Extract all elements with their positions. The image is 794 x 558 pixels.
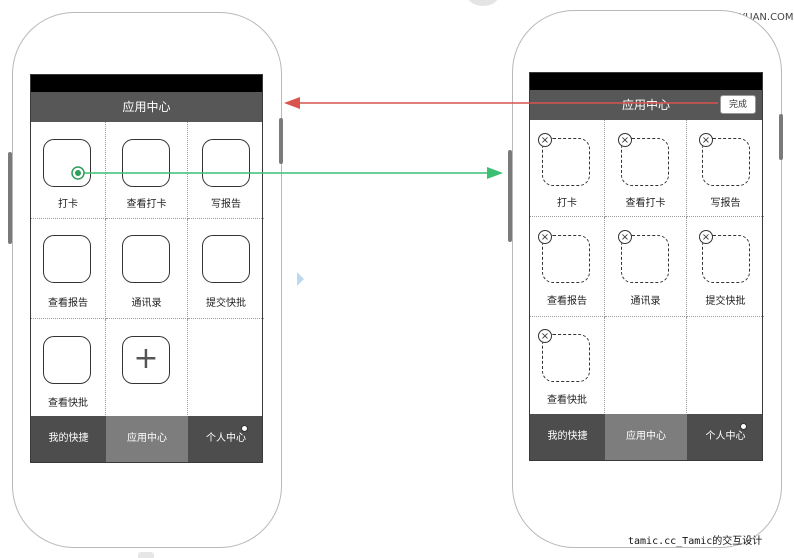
app-cell-view-clockin[interactable]: 查看打卡 <box>106 122 188 219</box>
status-bar <box>530 73 762 90</box>
app-label: 查看报告 <box>48 298 88 309</box>
app-label: 通讯录 <box>630 296 661 307</box>
page-title: 应用中心 <box>621 98 670 112</box>
app-label: 查看快批 <box>48 398 88 409</box>
app-icon-clockin[interactable] <box>43 139 91 187</box>
app-label: 打卡 <box>58 199 78 210</box>
app-cell-empty <box>188 319 264 417</box>
delete-icon[interactable]: × <box>538 329 552 343</box>
delete-icon[interactable]: × <box>699 133 713 147</box>
app-cell-contacts[interactable]: 通讯录 <box>106 219 188 319</box>
phone-right-side-button-right <box>779 114 783 160</box>
screen-app-center-edit: 应用中心 完成 × 打卡 × 查看打卡 × 写报告 × 查看报告 × 通讯录 <box>529 72 764 461</box>
tab-bar: 我的快捷 应用中心 个人中心 <box>31 416 262 462</box>
title-bar: 应用中心 <box>31 92 262 122</box>
title-bar: 应用中心 完成 <box>530 90 762 120</box>
phone-right-side-button <box>508 150 512 242</box>
tab-app-center[interactable]: 应用中心 <box>605 414 687 460</box>
app-label: 写报告 <box>710 198 741 209</box>
delete-icon[interactable]: × <box>538 133 552 147</box>
watermark-bottom: tamic.cc_Tamic的交互设计 <box>628 536 763 547</box>
app-grid: 打卡 查看打卡 写报告 查看报告 通讯录 提交快批 查看快批 <box>31 122 264 417</box>
app-label: 通讯录 <box>131 298 162 309</box>
app-cell-view-report[interactable]: × 查看报告 <box>530 217 605 317</box>
add-app-button[interactable]: + <box>122 336 170 384</box>
tab-bar: 我的快捷 应用中心 个人中心 <box>530 414 762 460</box>
app-label: 查看报告 <box>547 296 587 307</box>
app-icon-write-report[interactable] <box>202 139 250 187</box>
app-cell-add[interactable]: + <box>106 319 188 417</box>
app-cell-empty <box>605 317 687 415</box>
delete-icon[interactable]: × <box>618 133 632 147</box>
center-triangle-marker <box>297 272 304 286</box>
app-label: 查看快批 <box>547 395 587 406</box>
app-cell-view-approval[interactable]: × 查看快批 <box>530 317 605 415</box>
bottom-decoration <box>138 552 154 558</box>
status-bar <box>31 75 262 92</box>
app-cell-write-report[interactable]: × 写报告 <box>687 120 764 217</box>
tab-my-shortcuts[interactable]: 我的快捷 <box>547 431 588 442</box>
drag-arrow-head <box>487 167 503 179</box>
app-icon-write-report[interactable] <box>702 138 750 186</box>
done-button[interactable]: 完成 <box>720 95 756 114</box>
app-label: 写报告 <box>211 199 241 210</box>
plus-icon: + <box>133 341 159 376</box>
tab-personal-center[interactable]: 个人中心 <box>206 433 246 444</box>
app-icon-view-approval[interactable] <box>43 336 91 384</box>
app-icon-clockin[interactable] <box>542 138 590 186</box>
app-icon-view-approval[interactable] <box>542 334 590 382</box>
delete-icon[interactable]: × <box>699 230 713 244</box>
notification-dot <box>740 423 747 430</box>
delete-icon[interactable]: × <box>538 230 552 244</box>
app-cell-view-clockin[interactable]: × 查看打卡 <box>605 120 687 217</box>
app-grid-edit: × 打卡 × 查看打卡 × 写报告 × 查看报告 × 通讯录 × 提交快批 <box>530 120 764 415</box>
page-title: 应用中心 <box>122 100 171 114</box>
top-circle-decoration <box>466 0 500 6</box>
app-cell-submit-approval[interactable]: 提交快批 <box>188 219 264 319</box>
back-arrow-head <box>284 97 300 109</box>
app-icon-view-clockin[interactable] <box>122 139 170 187</box>
app-icon-contacts[interactable] <box>122 235 170 283</box>
app-cell-contacts[interactable]: × 通讯录 <box>605 217 687 317</box>
app-label: 查看打卡 <box>126 199 167 210</box>
app-cell-clockin[interactable]: 打卡 <box>31 122 106 219</box>
app-icon-submit-approval[interactable] <box>202 235 250 283</box>
tab-my-shortcuts[interactable]: 我的快捷 <box>48 433 89 444</box>
tab-personal-center[interactable]: 个人中心 <box>705 431 746 442</box>
phone-left-side-button-right <box>279 118 283 164</box>
app-label: 提交快批 <box>206 298 246 309</box>
app-label: 打卡 <box>557 198 577 209</box>
app-cell-empty <box>687 317 764 415</box>
delete-icon[interactable]: × <box>618 230 632 244</box>
app-cell-view-report[interactable]: 查看报告 <box>31 219 106 319</box>
app-cell-write-report[interactable]: 写报告 <box>188 122 264 219</box>
phone-left-side-button <box>8 152 12 244</box>
app-icon-submit-approval[interactable] <box>702 235 750 283</box>
app-icon-view-report[interactable] <box>542 235 590 283</box>
app-cell-submit-approval[interactable]: × 提交快批 <box>687 217 764 317</box>
app-label: 查看打卡 <box>625 198 666 209</box>
tab-app-center[interactable]: 应用中心 <box>106 416 188 462</box>
app-cell-clockin[interactable]: × 打卡 <box>530 120 605 217</box>
app-icon-view-report[interactable] <box>43 235 91 283</box>
notification-dot <box>241 425 248 432</box>
app-label: 提交快批 <box>705 296 746 307</box>
app-cell-view-approval[interactable]: 查看快批 <box>31 319 106 417</box>
app-icon-view-clockin[interactable] <box>621 138 669 186</box>
app-icon-contacts[interactable] <box>621 235 669 283</box>
screen-app-center: 应用中心 打卡 查看打卡 写报告 查看报告 通讯录 提交快批 <box>30 74 264 463</box>
